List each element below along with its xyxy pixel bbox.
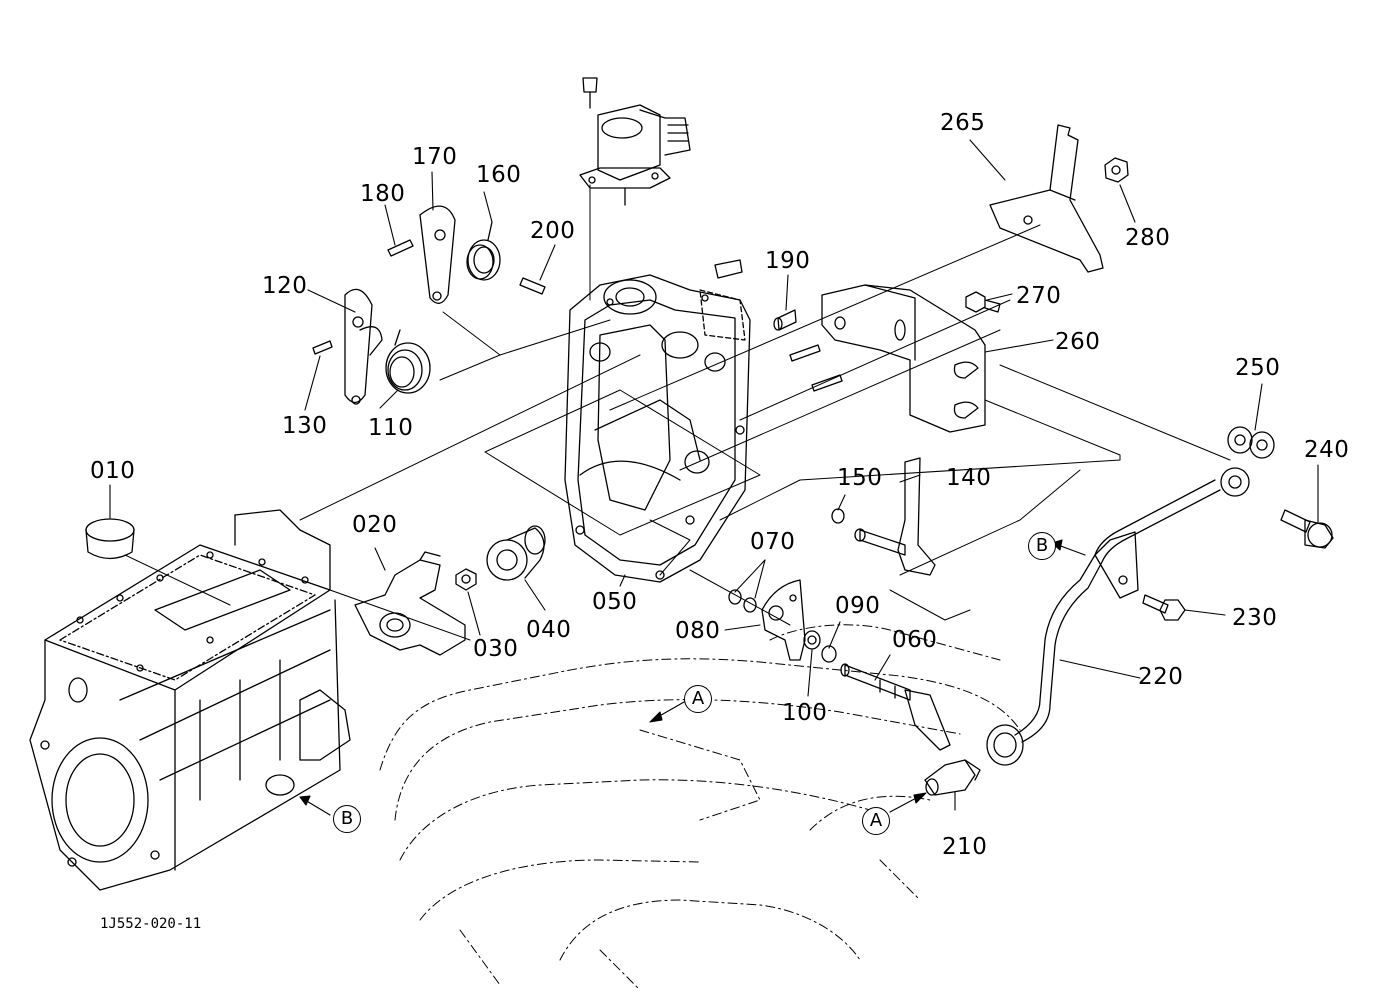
part-label-260: 260 [1055, 329, 1101, 355]
part-label-110: 110 [368, 415, 414, 441]
o-rings-070 [729, 590, 756, 612]
part-label-130: 130 [282, 413, 328, 439]
housing-050 [565, 275, 750, 582]
part-label-200: 200 [530, 218, 576, 244]
sensor-assembly [580, 78, 690, 205]
bushing-040 [487, 526, 545, 580]
plate-120 [345, 289, 382, 404]
part-label-100: 100 [782, 700, 828, 726]
marker-arrows [300, 540, 1085, 815]
part-label-210: 210 [942, 834, 988, 860]
connection-marker-b-upper: B [1028, 532, 1056, 560]
part-label-240: 240 [1304, 437, 1350, 463]
plate-170 [420, 206, 455, 303]
part-label-280: 280 [1125, 225, 1171, 251]
part-label-270: 270 [1016, 283, 1062, 309]
bracket-260 [822, 285, 985, 432]
spring-160 [467, 222, 500, 280]
part-label-060: 060 [892, 627, 938, 653]
part-label-030: 030 [473, 636, 519, 662]
part-label-080: 080 [675, 618, 721, 644]
diagram-code: 1J552-020-11 [100, 916, 202, 932]
part-label-170: 170 [412, 144, 458, 170]
connection-marker-b-lower: B [333, 805, 361, 833]
pin-130 [313, 341, 332, 354]
part-label-040: 040 [526, 617, 572, 643]
part-label-160: 160 [476, 162, 522, 188]
studs [790, 345, 842, 391]
nut-030 [456, 569, 476, 590]
shift-lever-020 [355, 552, 465, 655]
bolt-270 [966, 292, 1000, 312]
connection-marker-a-lower: A [862, 807, 890, 835]
o-ring-150 [832, 509, 844, 523]
shaft-060 [841, 664, 950, 750]
washer-100 [804, 631, 820, 649]
alignment-lines [125, 185, 1230, 640]
pin-200 [520, 278, 545, 294]
fitting-210 [925, 760, 980, 795]
snap-ring-090 [822, 646, 836, 662]
part-label-010: 010 [90, 458, 136, 484]
washers-250 [1228, 427, 1274, 458]
spring-110 [386, 330, 430, 393]
part-label-190: 190 [765, 248, 811, 274]
lever-140 [855, 458, 935, 575]
bolt-240 [1281, 510, 1333, 548]
part-label-050: 050 [592, 589, 638, 615]
part-label-120: 120 [262, 273, 308, 299]
part-label-180: 180 [360, 181, 406, 207]
bolt-190 [715, 260, 796, 330]
part-label-150: 150 [837, 465, 883, 491]
label-leaders [110, 140, 1318, 810]
part-label-230: 230 [1232, 605, 1278, 631]
pin-180 [388, 240, 413, 256]
part-label-020: 020 [352, 512, 398, 538]
bracket-265 [990, 125, 1103, 272]
part-label-140: 140 [946, 465, 992, 491]
part-label-265: 265 [940, 110, 986, 136]
transmission-case [30, 510, 350, 890]
part-label-090: 090 [835, 593, 881, 619]
ghost-engine-outline [380, 625, 1020, 990]
pipe-220 [987, 468, 1249, 765]
nut-280 [1105, 158, 1128, 182]
part-label-070: 070 [750, 529, 796, 555]
connection-marker-a-upper: A [684, 685, 712, 713]
part-label-250: 250 [1235, 355, 1281, 381]
plate-080 [762, 580, 805, 660]
plug-010 [86, 519, 134, 559]
part-label-220: 220 [1138, 664, 1184, 690]
bolt-230 [1143, 595, 1185, 620]
